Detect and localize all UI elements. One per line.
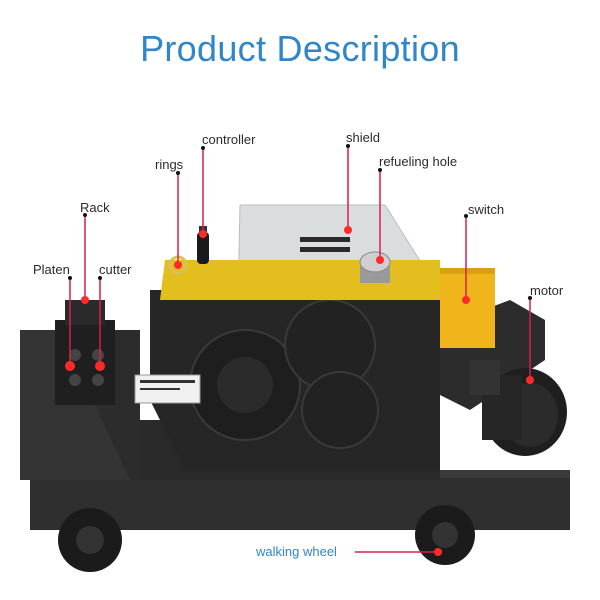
leader-lines [69, 148, 531, 553]
marker-controller [199, 230, 207, 238]
marker-rack [81, 296, 89, 304]
wheel-left [58, 508, 122, 572]
motor-body [430, 300, 567, 456]
label-switch: switch [468, 202, 505, 217]
label-rings: rings [155, 157, 184, 172]
label-motor: motor [530, 283, 564, 298]
marker-motor [526, 376, 534, 384]
marker-rings [174, 261, 182, 269]
marker-switch [462, 296, 470, 304]
refueling-cap [359, 251, 391, 283]
marker-walking-wheel [434, 548, 442, 556]
label-refueling-hole: refueling hole [379, 154, 458, 169]
markers [65, 226, 534, 556]
cutter-head [55, 300, 115, 405]
marker-platen [65, 361, 75, 371]
label-platen: Platen [33, 262, 70, 277]
page-title: Product Description [140, 28, 460, 69]
gear-housing [134, 290, 440, 470]
wheel-right [415, 505, 475, 565]
label-cutter: cutter [99, 262, 132, 277]
label-walking-wheel: walking wheel [256, 544, 337, 559]
marker-refueling-hole [376, 256, 384, 264]
marker-shield [344, 226, 352, 234]
label-rack: Rack [80, 200, 110, 215]
label-shield: shield [346, 130, 380, 145]
label-controller: controller [202, 132, 256, 147]
marker-cutter [95, 361, 105, 371]
